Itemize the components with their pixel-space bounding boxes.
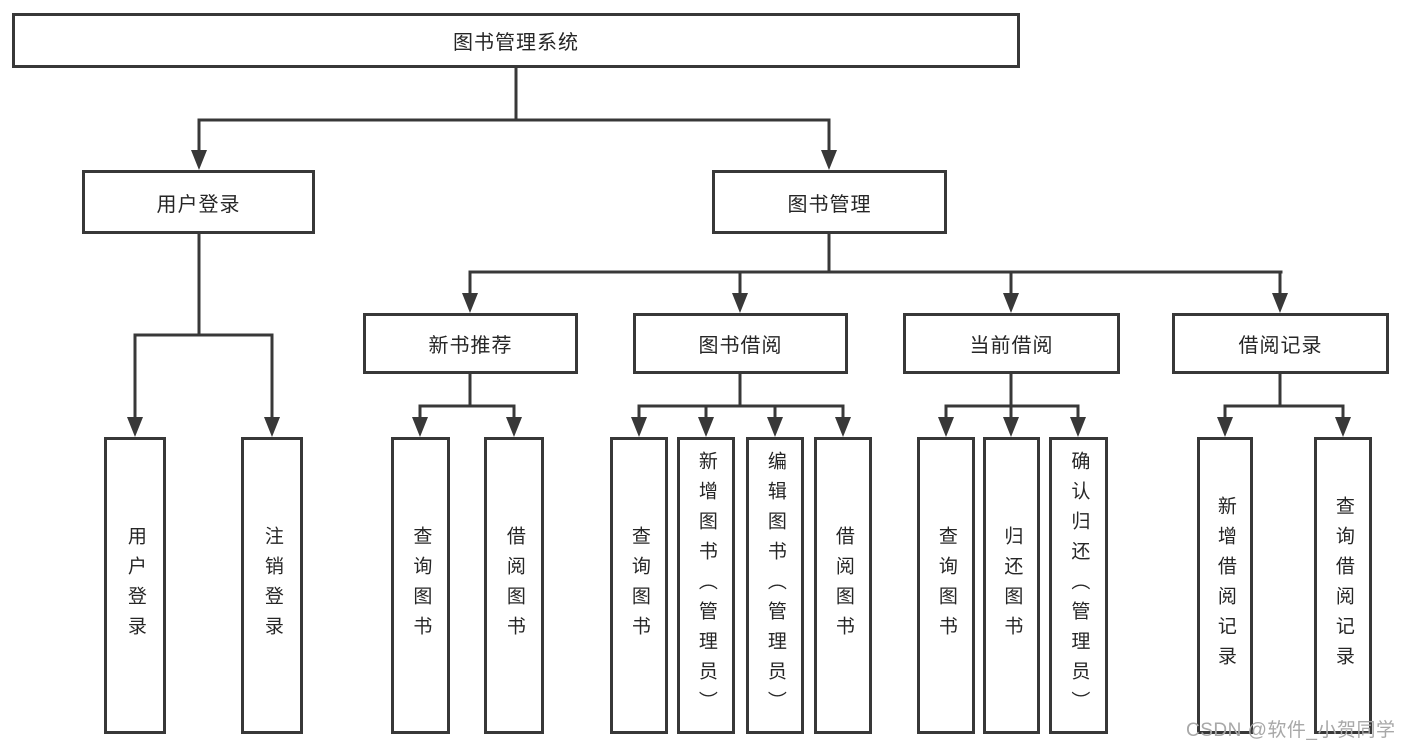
leaf-borrow-books-recommend: 借阅图书 — [484, 437, 544, 734]
arrowheads — [127, 150, 1351, 437]
leaf-query-borrow-record-label: 查询借阅记录 — [1332, 495, 1354, 676]
leaf-add-borrow-record-label: 新增借阅记录 — [1214, 495, 1236, 676]
node-borrowing-records: 借阅记录 — [1172, 313, 1389, 374]
node-root: 图书管理系统 — [12, 13, 1020, 68]
node-user-login-branch: 用户登录 — [82, 170, 315, 234]
leaf-user-login-label: 用户登录 — [124, 525, 146, 646]
leaf-borrow-books-label: 借阅图书 — [832, 525, 854, 646]
leaf-return-books-label: 归还图书 — [1001, 525, 1023, 646]
leaf-logout-label: 注销登录 — [261, 525, 283, 646]
leaf-edit-book-admin: 编辑图书（管理员） — [746, 437, 804, 734]
leaf-borrow-books: 借阅图书 — [814, 437, 872, 734]
leaf-user-login: 用户登录 — [104, 437, 166, 734]
leaf-query-books-current: 查询图书 — [917, 437, 975, 734]
leaf-confirm-return-admin-label: 确认归还（管理员） — [1068, 450, 1090, 721]
leaf-add-book-admin: 新增图书（管理员） — [677, 437, 735, 734]
leaf-confirm-return-admin: 确认归还（管理员） — [1049, 437, 1108, 734]
leaf-add-borrow-record: 新增借阅记录 — [1197, 437, 1253, 734]
node-current-borrowing: 当前借阅 — [903, 313, 1120, 374]
leaf-query-borrow-record: 查询借阅记录 — [1314, 437, 1372, 734]
node-book-borrowing: 图书借阅 — [633, 313, 848, 374]
leaf-add-book-admin-label: 新增图书（管理员） — [695, 450, 717, 721]
leaf-edit-book-admin-label: 编辑图书（管理员） — [764, 450, 786, 721]
leaf-query-books-borrow: 查询图书 — [610, 437, 668, 734]
node-new-book-recommendation: 新书推荐 — [363, 313, 578, 374]
leaf-return-books: 归还图书 — [983, 437, 1040, 734]
leaf-query-books-borrow-label: 查询图书 — [628, 525, 650, 646]
leaf-logout: 注销登录 — [241, 437, 303, 734]
leaf-borrow-books-recommend-label: 借阅图书 — [503, 525, 525, 646]
leaf-query-books-recommend: 查询图书 — [391, 437, 450, 734]
leaf-query-books-current-label: 查询图书 — [935, 525, 957, 646]
leaf-query-books-recommend-label: 查询图书 — [410, 525, 432, 646]
csdn-watermark: CSDN @软件_小贺同学 — [1186, 720, 1396, 741]
node-book-management: 图书管理 — [712, 170, 947, 234]
